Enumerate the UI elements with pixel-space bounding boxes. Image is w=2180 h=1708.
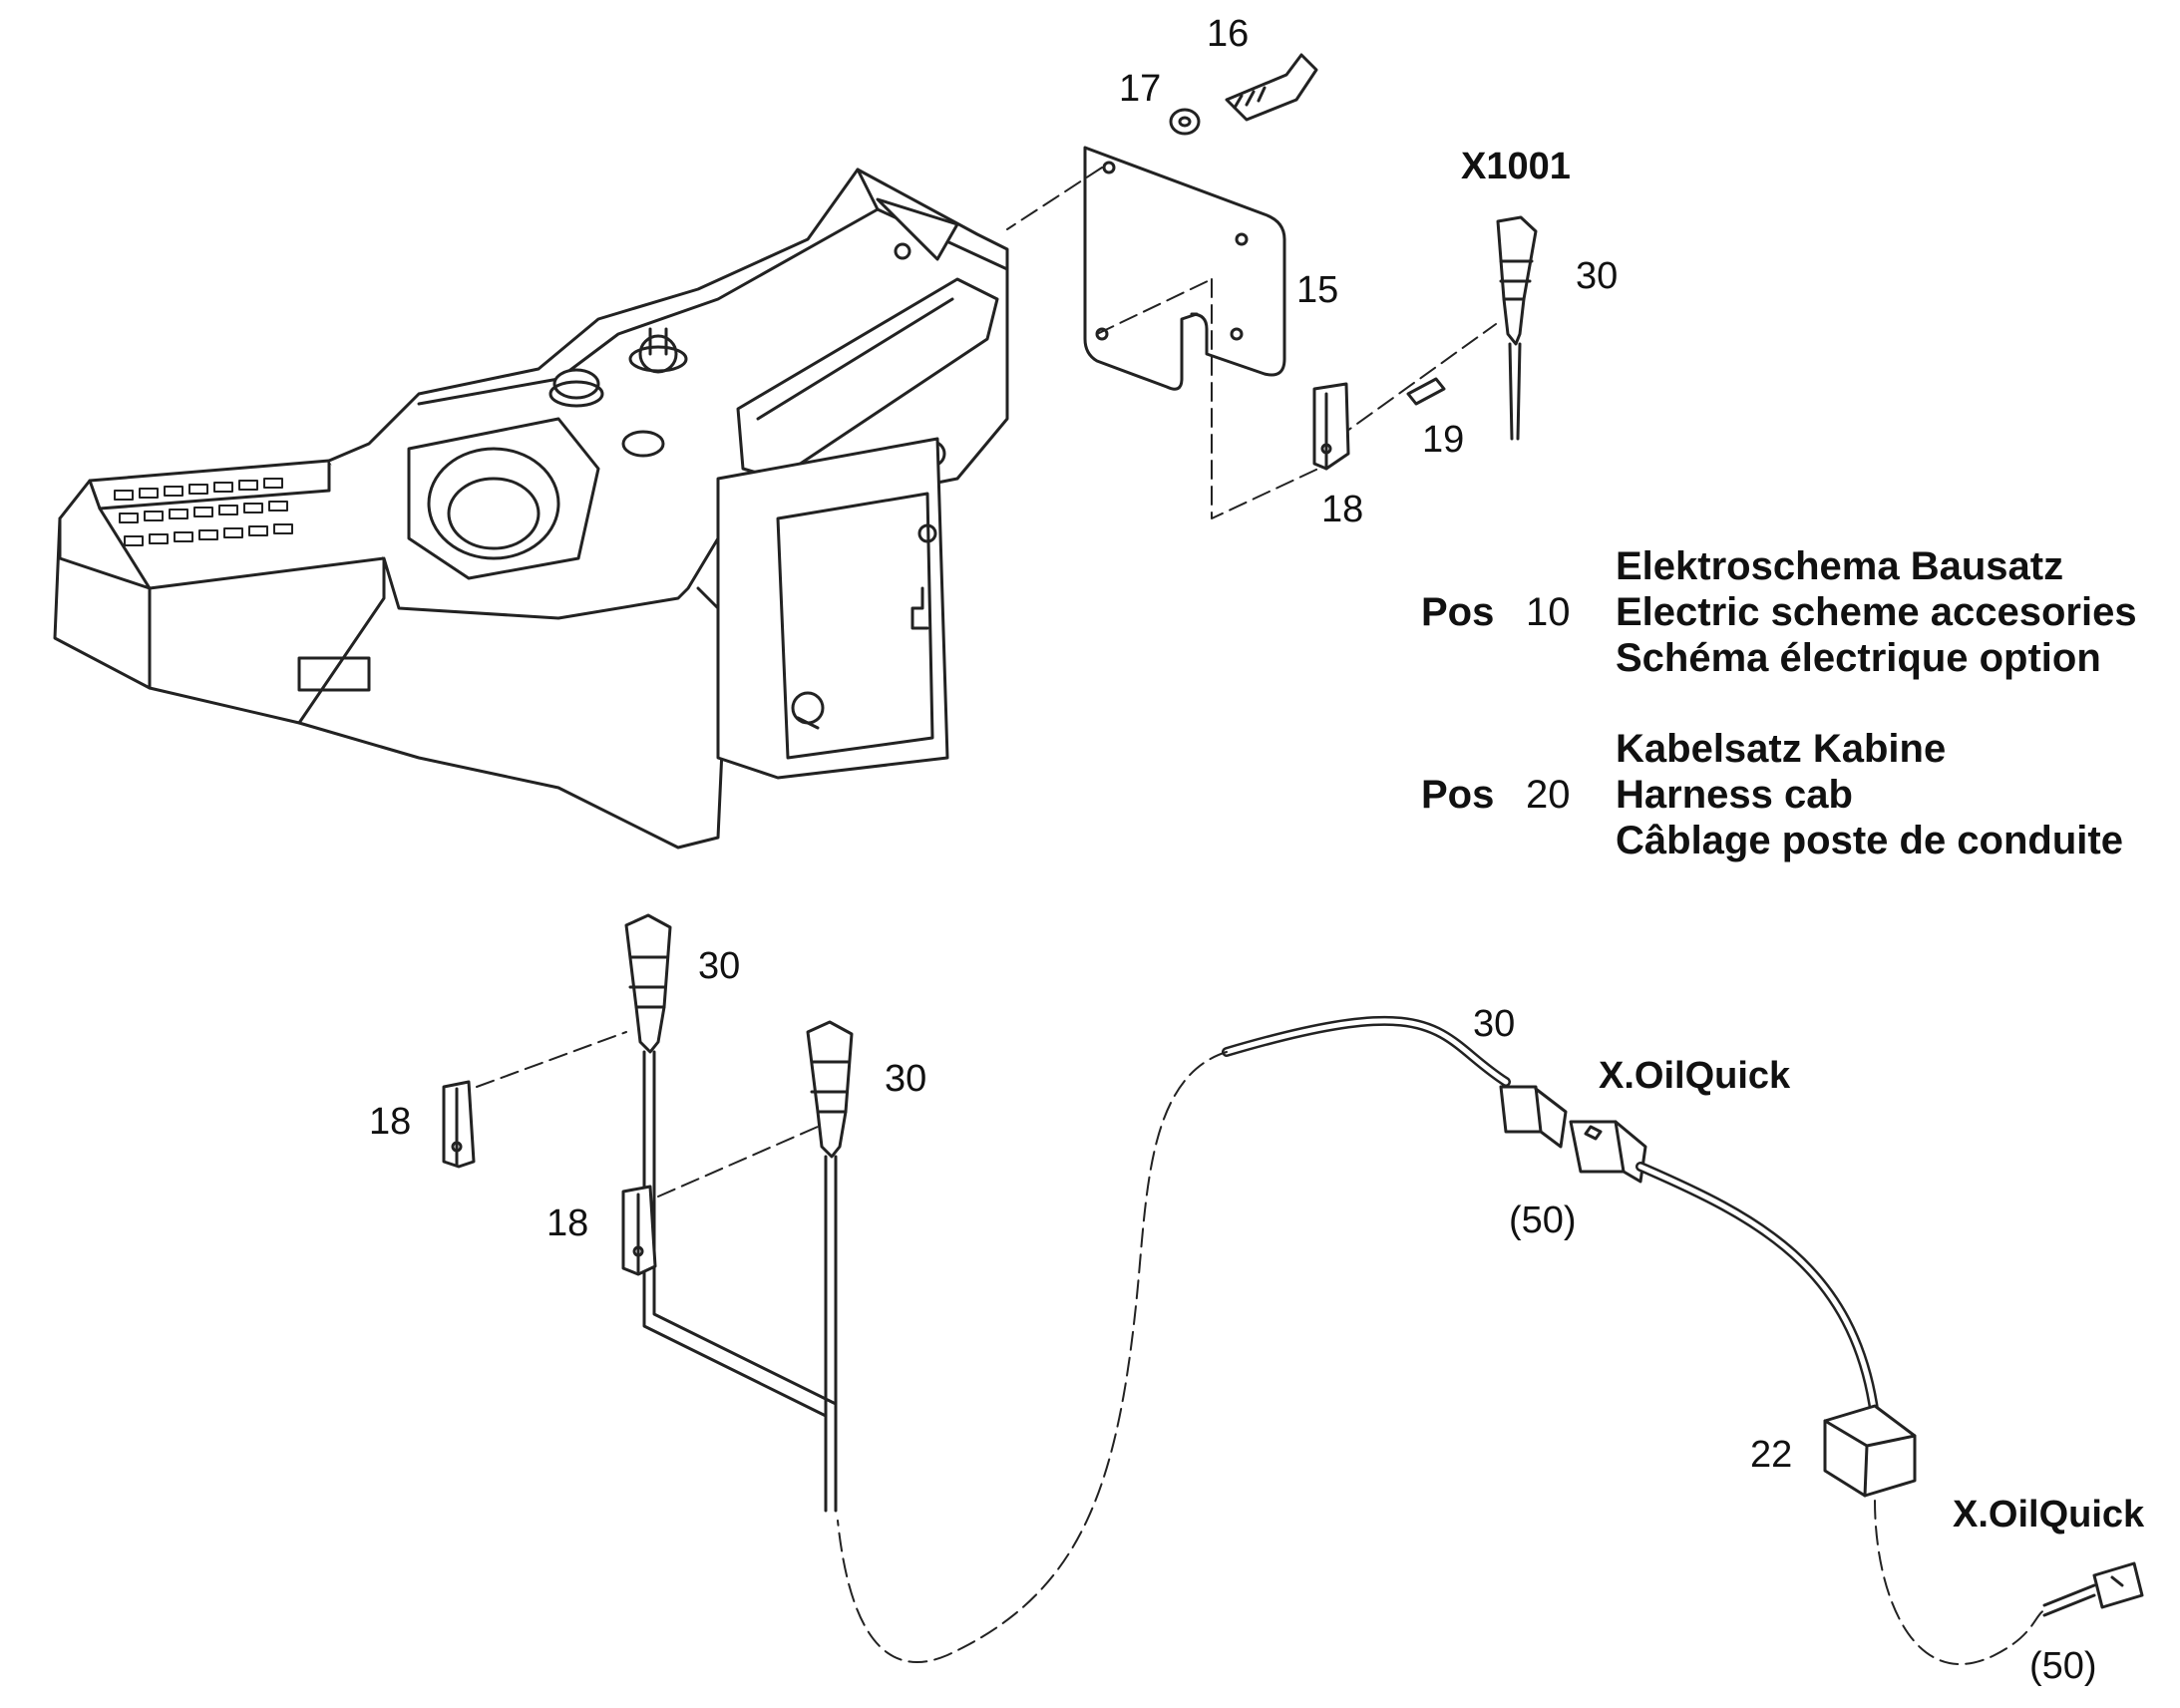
callout-50-a: (50) <box>1509 1199 1577 1241</box>
callout-18-top: 18 <box>1321 489 1364 530</box>
clip-18-top <box>1312 382 1350 471</box>
screw-16 <box>1225 53 1318 122</box>
callout-18-left-b: 18 <box>546 1202 589 1244</box>
callout-18-left-a: 18 <box>369 1101 412 1143</box>
legend-pos20-lines: Kabelsatz Kabine Harness cab Câblage pos… <box>1616 726 2123 863</box>
callout-30-x1001: 30 <box>1576 255 1619 297</box>
legend-pos10-line-de: Elektroschema Bausatz <box>1616 544 2064 588</box>
legend-pos10: Pos 10 Elektroschema Bausatz Electric sc… <box>1421 543 2159 683</box>
callout-50-b: (50) <box>2029 1645 2097 1687</box>
callout-19: 19 <box>1422 419 1465 461</box>
legend-pos10-number: 10 <box>1526 590 1571 634</box>
leader-lines-upper <box>1006 167 1497 519</box>
legend-pos20-line-de: Kabelsatz Kabine <box>1616 727 1947 771</box>
callout-30-cable: 30 <box>1473 1003 1516 1045</box>
console-housing <box>53 168 1009 850</box>
screw-19 <box>1406 377 1446 406</box>
left-harness <box>442 913 854 1513</box>
legend-pos10-lines: Elektroschema Bausatz Electric scheme ac… <box>1616 543 2137 681</box>
legend-pos20: Pos 20 Kabelsatz Kabine Harness cab Câbl… <box>1421 726 2159 865</box>
legend-pos10-line-en: Electric scheme accesories <box>1616 590 2137 634</box>
mounting-plate <box>1083 146 1286 391</box>
leader-lines-lower <box>476 1031 819 1197</box>
connector-oilquick-label-b: X.OilQuick <box>1953 1494 2145 1536</box>
callout-30-left-b: 30 <box>885 1058 927 1100</box>
callout-15: 15 <box>1296 269 1339 311</box>
legend-pos10-word: Pos <box>1421 590 1495 634</box>
connector-x1001-label: X1001 <box>1461 146 1571 187</box>
callout-17: 17 <box>1119 68 1162 110</box>
legend-pos20-word: Pos <box>1421 773 1495 817</box>
legend-pos20-number: 20 <box>1526 773 1571 817</box>
oilquick-cable <box>837 1015 2144 1666</box>
callout-16: 16 <box>1207 13 1250 55</box>
callout-30-left-a: 30 <box>698 945 741 987</box>
legend-pos20-line-fr: Câblage poste de conduite <box>1616 819 2123 862</box>
washer-17 <box>1169 108 1201 136</box>
legend-pos10-line-fr: Schéma électrique option <box>1616 636 2101 680</box>
plug-x1001 <box>1496 215 1538 441</box>
connector-oilquick-label-a: X.OilQuick <box>1599 1055 1791 1097</box>
callout-22: 22 <box>1750 1434 1793 1476</box>
legend-pos20-line-en: Harness cab <box>1616 773 1853 817</box>
